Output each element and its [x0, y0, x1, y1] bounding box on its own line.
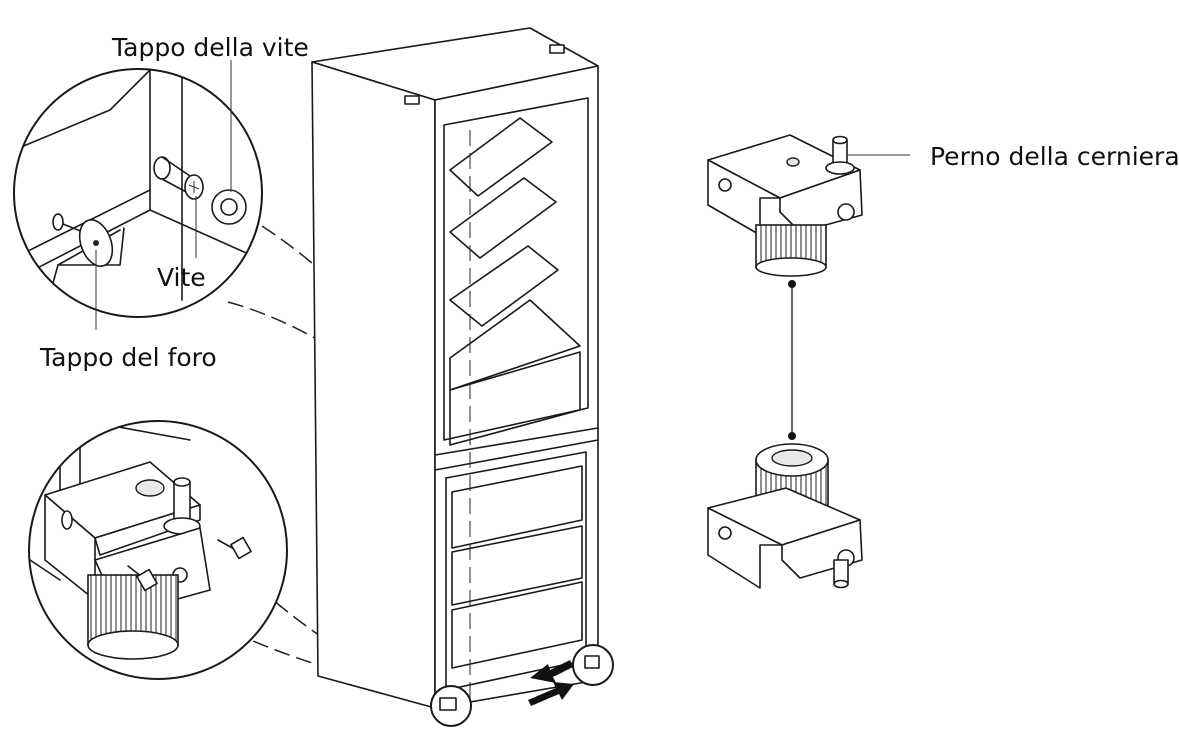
magnified-detail-bottom [28, 420, 288, 680]
hinge-bottom [707, 443, 863, 589]
hinge-connector [788, 280, 796, 440]
double-arrow-icon [528, 660, 574, 706]
hole-cap-label: Tappo del foro [39, 343, 217, 372]
magnified-detail-top [13, 60, 263, 330]
screw-label: Vite [157, 263, 206, 292]
refrigerator [311, 27, 614, 727]
hinge-pin-label: Perno della cerniera [930, 142, 1179, 171]
screw-cap-label: Tappo della vite [111, 33, 309, 62]
hinge-top [707, 134, 910, 277]
